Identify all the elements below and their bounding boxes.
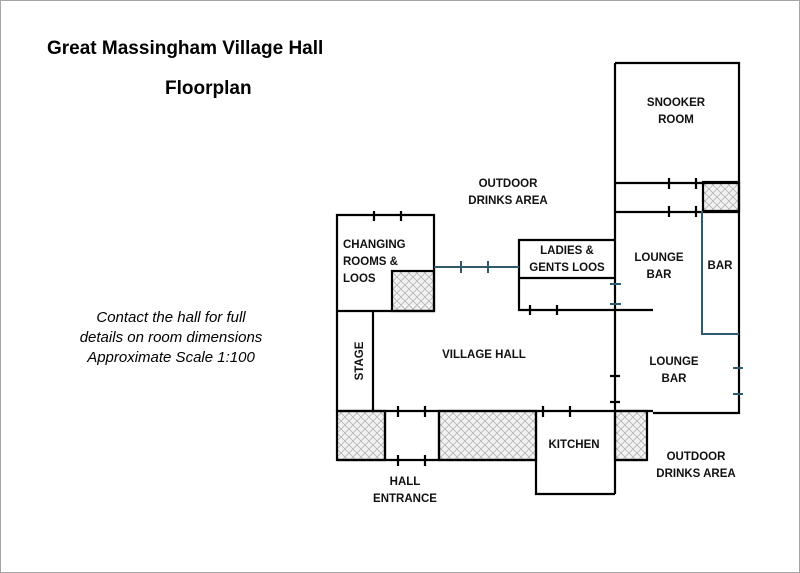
- changing-rooms-label: LOOS: [343, 273, 376, 285]
- lounge-bar-label: BAR: [647, 269, 673, 281]
- svg-text:LADIES &GENTS LOOS: LADIES & GENTS LOOS: [529, 245, 605, 274]
- walls: [335, 61, 741, 496]
- note-line: Approximate Scale 1:100: [87, 349, 255, 366]
- note-line: details on room dimensions: [79, 329, 263, 346]
- snooker-room-label: SNOOKER: [647, 97, 706, 109]
- hatched-areas: [335, 180, 741, 462]
- blue-lines: [434, 211, 743, 395]
- note-line: Contact the hall for full: [96, 309, 246, 326]
- bar-label: BAR: [708, 260, 734, 272]
- page-title: Great Massingham Village Hall: [47, 38, 324, 59]
- outdoor-area-label: DRINKS AREA: [468, 195, 547, 207]
- loos-label: LADIES &: [540, 245, 594, 257]
- stage-label: STAGE: [354, 341, 366, 380]
- page-subtitle: Floorplan: [165, 78, 252, 99]
- loos-label: GENTS LOOS: [529, 262, 605, 274]
- outdoor-area-label: DRINKS AREA: [656, 468, 735, 480]
- changing-rooms-label: CHANGING: [343, 239, 406, 251]
- outdoor-area-label: OUTDOOR: [667, 451, 726, 463]
- outdoor-area-label: OUTDOOR: [479, 178, 538, 190]
- snooker-room-label: ROOM: [658, 114, 694, 126]
- changing-rooms-label: ROOMS &: [343, 256, 398, 268]
- contact-note: Contact the hall for full details on roo…: [21, 308, 321, 368]
- hall-entrance-label: ENTRANCE: [373, 493, 437, 505]
- lounge-bar-label: LOUNGE: [634, 252, 684, 264]
- room-labels: SNOOKER ROOM OUTDOOR DRINKS AREA CHANGING R…: [343, 97, 736, 505]
- lounge-bar-label: LOUNGE: [649, 356, 699, 368]
- hall-entrance-label: HALL: [390, 476, 421, 488]
- kitchen-label: KITCHEN: [548, 439, 599, 451]
- village-hall-label: VILLAGE HALL: [442, 349, 526, 361]
- lounge-bar-label: BAR: [662, 373, 688, 385]
